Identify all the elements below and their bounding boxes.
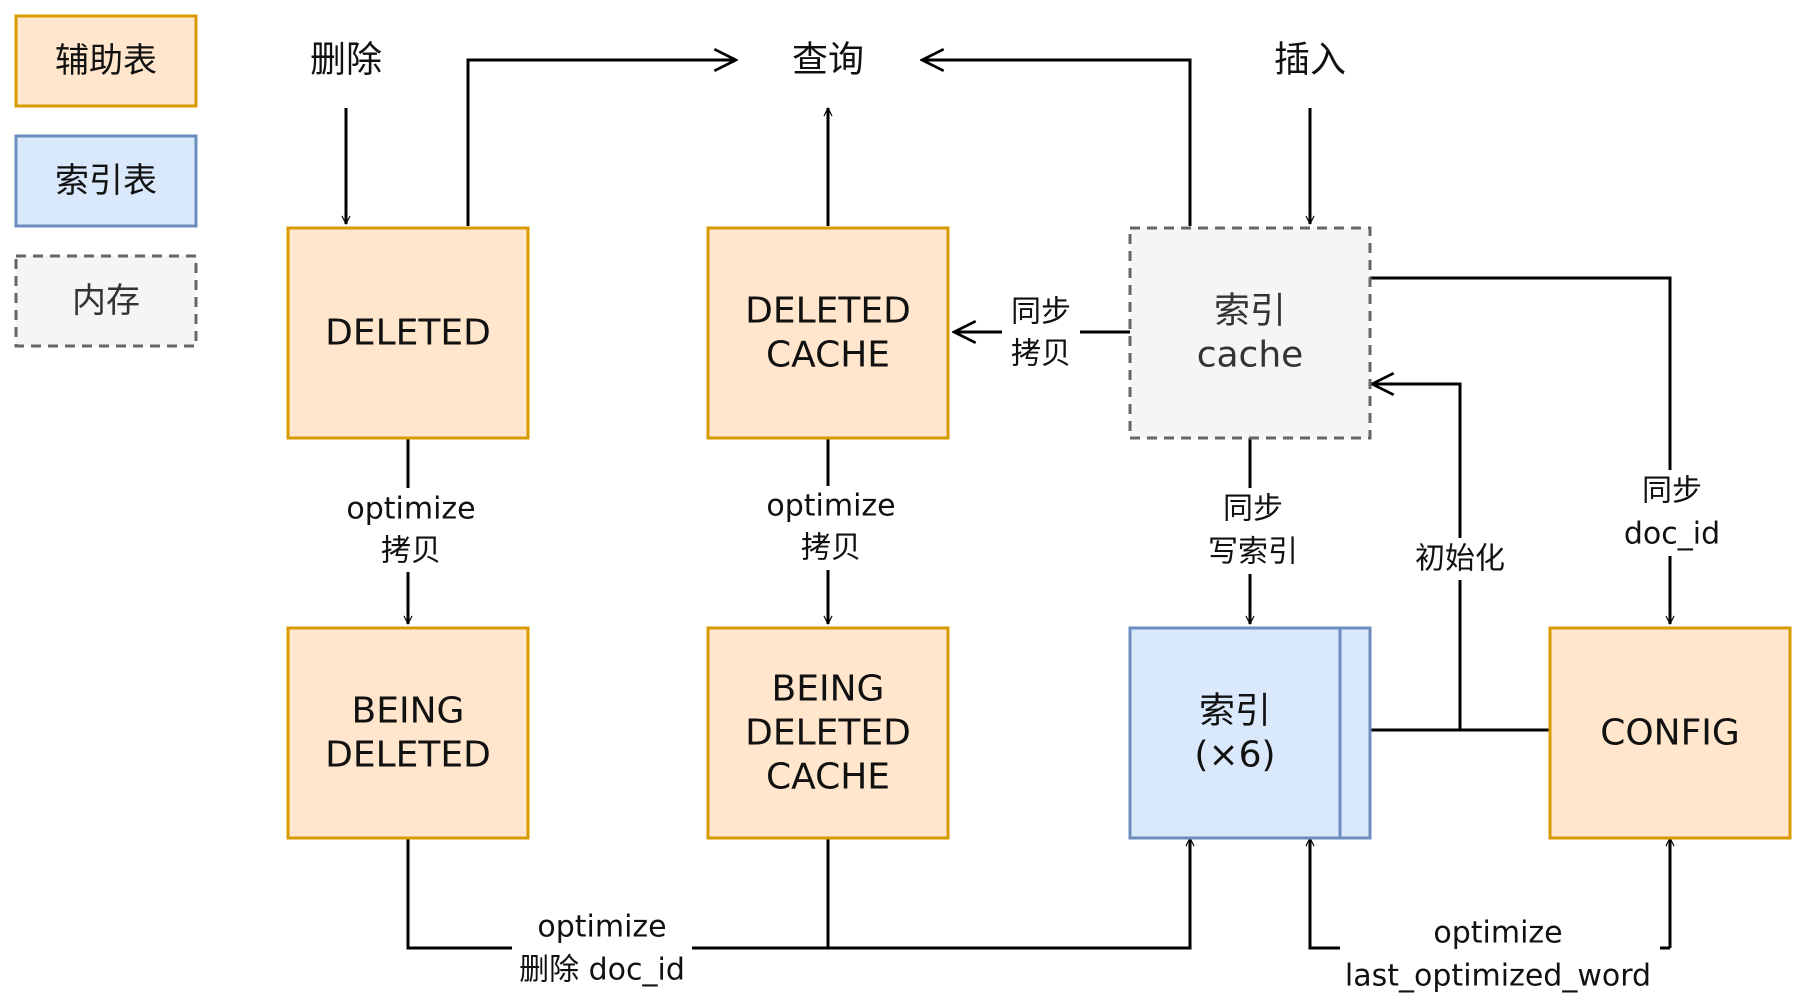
legend: 辅助表 索引表 内存 <box>14 14 198 348</box>
box-being-deleted-cache-line-2: DELETED <box>745 713 911 754</box>
edge-label-deleted-optimize-line-1: optimize <box>346 492 475 527</box>
edge-label-optimize-last-word: optimize last_optimized_word <box>1340 912 1660 998</box>
edge-label-optimize-delete-doc-id-line-1: optimize <box>537 910 666 945</box>
box-being-deleted-cache: BEING DELETED CACHE <box>706 626 950 840</box>
edge-label-deleted-cache-optimize-line-2: 拷贝 <box>801 531 861 566</box>
edge-label-sync-copy: 同步 拷贝 <box>1002 292 1080 376</box>
edge-label-optimize-delete-doc-id: optimize 删除 doc_id <box>512 906 692 992</box>
edge-init-to-cache <box>1372 384 1462 730</box>
box-config-label: CONFIG <box>1600 713 1740 754</box>
box-deleted-cache: DELETED CACHE <box>706 226 950 440</box>
box-being-deleted-line-1: BEING <box>352 691 465 732</box>
box-deleted-label: DELETED <box>325 313 491 354</box>
box-being-deleted: BEING DELETED <box>286 626 530 840</box>
edge-label-deleted-optimize: optimize 拷贝 <box>346 488 476 572</box>
legend-index-label: 索引表 <box>55 161 157 201</box>
legend-index: 索引表 <box>14 134 198 228</box>
box-being-deleted-line-2: DELETED <box>325 735 491 776</box>
box-index-cache-line-2: cache <box>1197 335 1304 376</box>
edge-label-sync-copy-line-1: 同步 <box>1011 295 1071 330</box>
op-delete-label: 删除 <box>310 40 382 81</box>
edge-index-cache-to-query <box>922 60 1192 226</box>
edge-label-sync-write-index-line-1: 同步 <box>1223 492 1283 527</box>
box-index-line-1: 索引 <box>1199 691 1271 732</box>
edge-label-sync-doc-id-line-2: doc_id <box>1624 517 1720 552</box>
edge-label-deleted-cache-optimize-line-1: optimize <box>766 489 895 524</box>
edge-label-optimize-last-word-line-1: optimize <box>1433 916 1562 951</box>
edge-label-optimize-last-word-line-2: last_optimized_word <box>1345 959 1651 994</box>
box-config: CONFIG <box>1548 626 1792 840</box>
edge-label-init-text: 初始化 <box>1415 542 1505 577</box>
edge-label-sync-doc-id: 同步 doc_id <box>1622 470 1720 556</box>
edge-label-sync-copy-line-2: 拷贝 <box>1011 337 1071 372</box>
edges <box>346 60 1670 950</box>
edge-deleted-to-query <box>466 60 736 226</box>
edge-being-deleted-to-index <box>406 836 1190 950</box>
edge-label-deleted-cache-optimize: optimize 拷贝 <box>766 486 896 570</box>
legend-auxiliary-label: 辅助表 <box>55 41 157 81</box>
op-query-label: 查询 <box>792 40 864 81</box>
box-index: 索引 (×6) <box>1128 626 1372 840</box>
legend-memory: 内存 <box>14 254 198 348</box>
box-deleted-cache-line-1: DELETED <box>745 291 911 332</box>
box-index-line-2: (×6) <box>1194 735 1275 776</box>
box-being-deleted-cache-line-1: BEING <box>772 669 885 710</box>
edge-label-optimize-delete-doc-id-line-2: 删除 doc_id <box>519 953 685 988</box>
box-deleted-cache-line-2: CACHE <box>766 335 890 376</box>
legend-memory-label: 内存 <box>72 281 140 321</box>
box-deleted: DELETED <box>286 226 530 440</box>
edge-label-deleted-optimize-line-2: 拷贝 <box>381 534 441 569</box>
box-index-cache-line-1: 索引 <box>1214 291 1286 332</box>
edge-label-sync-write-index-line-2: 写索引 <box>1208 535 1298 570</box>
box-index-cache: 索引 cache <box>1128 226 1372 440</box>
legend-auxiliary: 辅助表 <box>14 14 198 108</box>
box-being-deleted-cache-line-3: CACHE <box>766 757 890 798</box>
edge-label-init: 初始化 <box>1410 538 1510 580</box>
edge-label-sync-write-index: 同步 写索引 <box>1200 488 1310 574</box>
op-insert-label: 插入 <box>1274 40 1346 81</box>
edge-label-sync-doc-id-line-1: 同步 <box>1642 474 1702 509</box>
